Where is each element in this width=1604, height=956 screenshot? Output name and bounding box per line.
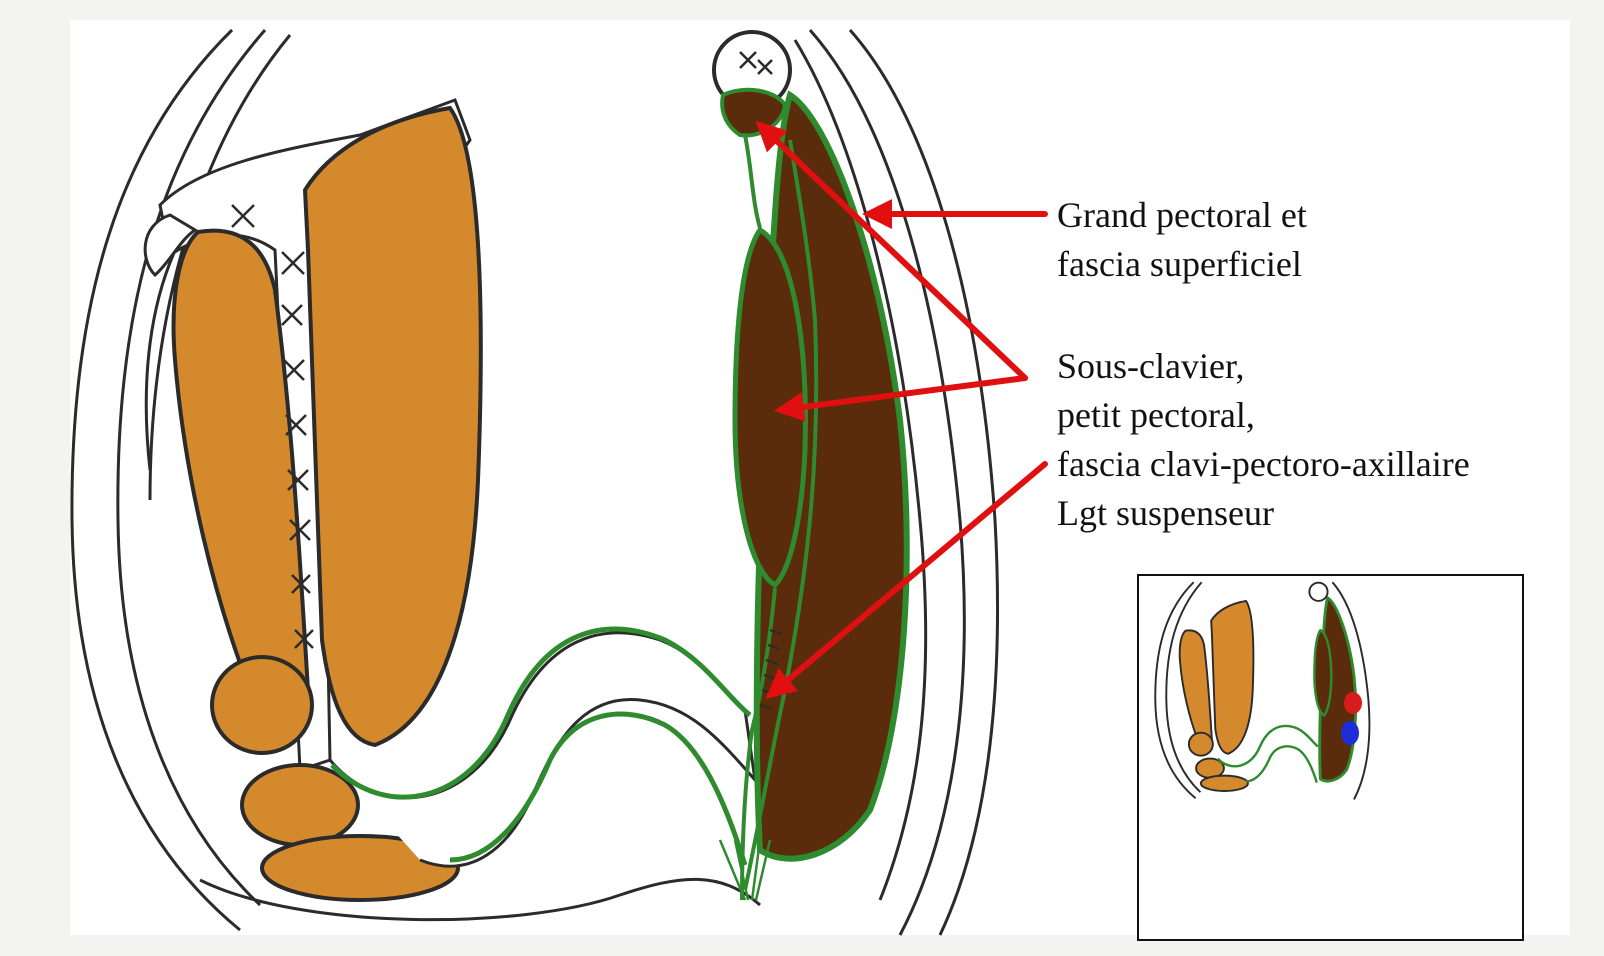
label-line: fascia superficiel	[1057, 244, 1302, 284]
outer-contour-line	[70, 28, 241, 932]
arrow-suspensory-ligament	[765, 461, 1048, 699]
fascia-lower-upper	[330, 626, 752, 800]
light-muscle-lobe	[240, 763, 360, 847]
x-marks	[231, 204, 314, 649]
inset-vein	[1341, 721, 1359, 745]
deep-fascia-line	[743, 134, 819, 891]
label-grand-pectoral: Grand pectoral et fascia superficiel	[1057, 191, 1307, 289]
inset-drawing	[1154, 581, 1371, 800]
ligament-fibres	[718, 839, 772, 901]
clavicle-x-marks	[739, 51, 773, 75]
light-muscle-large	[302, 105, 483, 748]
hook-structure	[143, 213, 198, 278]
inset-thumbnail	[1137, 574, 1524, 941]
label-line: Lgt suspenseur	[1057, 493, 1274, 533]
right-outer-lines	[793, 29, 999, 936]
inner-contour-line	[144, 239, 182, 471]
label-line: petit pectoral,	[1057, 395, 1255, 435]
outer-contour-line	[116, 29, 267, 907]
light-muscle-lobe	[260, 834, 460, 902]
label-deep-group: Sous-clavier, petit pectoral, fascia cla…	[1057, 342, 1470, 538]
arrow-small-pectoral	[774, 375, 1028, 422]
arrow-subclavian	[755, 120, 1028, 381]
label-line: Sous-clavier,	[1057, 346, 1245, 386]
annotation-arrows	[755, 120, 1048, 699]
inset-artery	[1344, 692, 1362, 714]
label-line: Grand pectoral et	[1057, 195, 1307, 235]
small-pectoral-muscle	[732, 226, 808, 589]
light-muscle-lobe	[210, 655, 314, 755]
label-line: fascia clavi-pectoro-axillaire	[1057, 444, 1470, 484]
outer-contour-bottom	[199, 877, 761, 922]
suspensory-ligament-line	[740, 587, 777, 901]
fascia-lower-lower	[449, 711, 748, 866]
